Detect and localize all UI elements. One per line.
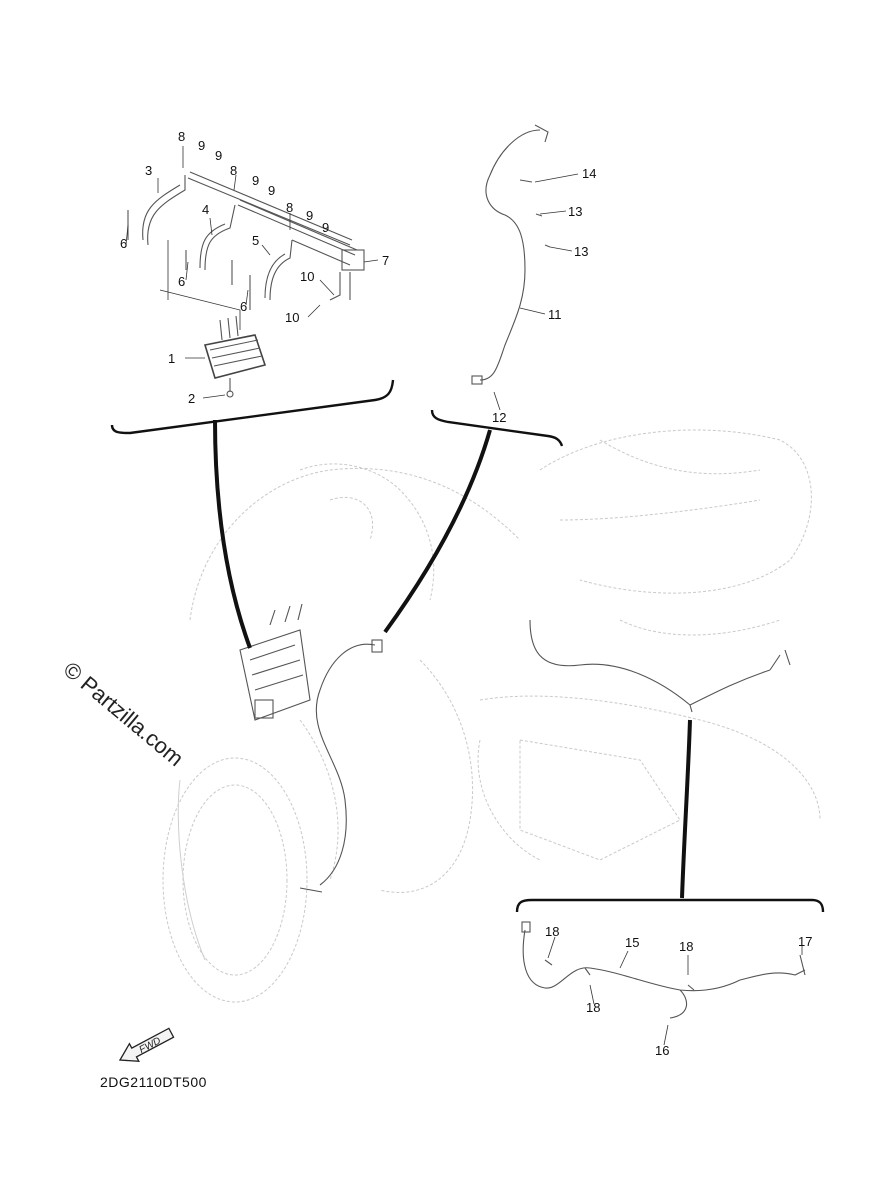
callout-2: 2: [188, 391, 195, 406]
callout-13a: 13: [568, 204, 582, 219]
pointer-front-sensor: [383, 429, 492, 634]
abs-hydraulic-unit-detail: [203, 315, 267, 398]
callout-leaders: [125, 146, 803, 1046]
callout-9d: 9: [268, 183, 275, 198]
callout-7: 7: [382, 253, 389, 268]
callout-18b: 18: [586, 1000, 600, 1015]
callout-16: 16: [655, 1043, 669, 1058]
pointer-rear-sensor: [680, 719, 692, 899]
callout-8a: 8: [178, 129, 185, 144]
callout-10a: 10: [300, 269, 314, 284]
rear-wheel-sensor-detail: [521, 921, 806, 1019]
callout-12: 12: [492, 410, 506, 425]
callout-6c: 6: [240, 299, 247, 314]
front-sensor-harness-on-bike: [299, 639, 383, 893]
callout-18c: 18: [679, 939, 693, 954]
callout-9b: 9: [215, 148, 222, 163]
motorcycle-ghost-outline: [162, 429, 821, 1003]
detail-bracket-front-sensor: [430, 409, 564, 447]
callout-10b: 10: [285, 310, 299, 325]
abs-unit-on-bike: [239, 603, 311, 721]
callout-3: 3: [145, 163, 152, 178]
callout-9f: 9: [322, 220, 329, 235]
detail-bracket-rear-sensor: [515, 898, 825, 913]
brake-pipes-detail: [127, 171, 365, 330]
callout-5: 5: [252, 233, 259, 248]
callout-9a: 9: [198, 138, 205, 153]
detail-bracket-abs: [110, 379, 395, 435]
diagram-code: 2DG2110DT500: [100, 1074, 207, 1090]
callout-13b: 13: [574, 244, 588, 259]
callout-17: 17: [798, 934, 812, 949]
callout-9c: 9: [252, 173, 259, 188]
fwd-label: FWD: [138, 1035, 163, 1055]
callout-6b: 6: [178, 274, 185, 289]
rear-sensor-harness-on-bike: [529, 619, 791, 713]
callout-1: 1: [168, 351, 175, 366]
callout-6a: 6: [120, 236, 127, 251]
callout-14: 14: [582, 166, 596, 181]
callout-4: 4: [202, 202, 209, 217]
callout-8c: 8: [286, 200, 293, 215]
callout-numbers: 1 2 3 4 5 6 6 6 7 8 8 8 9 9 9 9 9 9 10 1…: [120, 129, 812, 1058]
callout-18a: 18: [545, 924, 559, 939]
fwd-arrow: FWD: [118, 1027, 175, 1063]
watermark-text: © Partzilla.com: [59, 657, 189, 771]
callout-9e: 9: [306, 208, 313, 223]
front-wheel-sensor-detail: [471, 124, 551, 385]
callout-8b: 8: [230, 163, 237, 178]
pointer-abs: [213, 419, 252, 649]
callout-15: 15: [625, 935, 639, 950]
callout-11: 11: [548, 307, 562, 322]
